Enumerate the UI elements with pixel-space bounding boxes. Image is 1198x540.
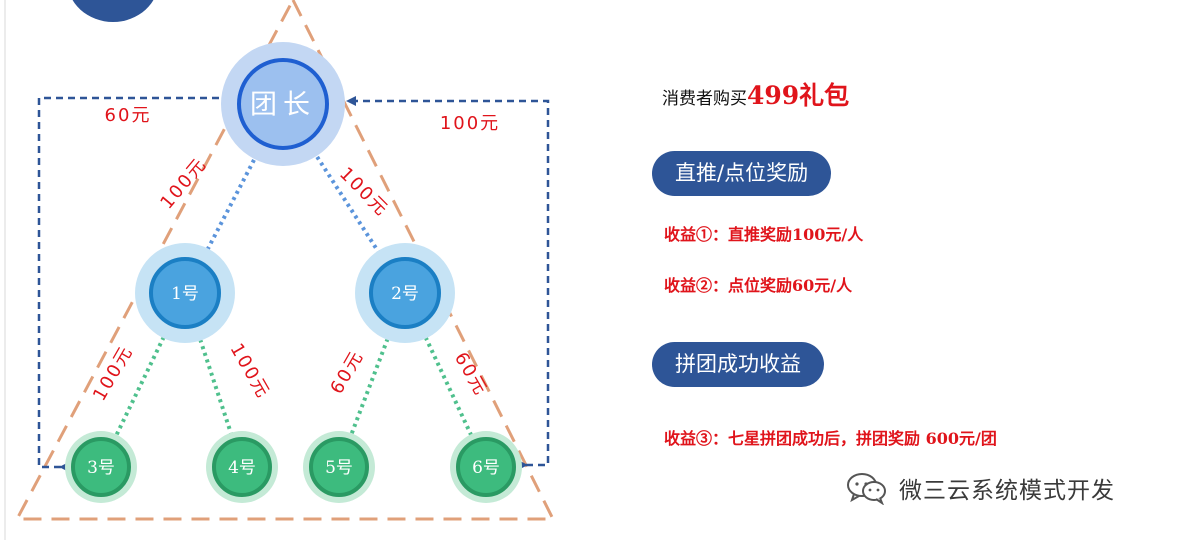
- node-label-n3: 3号: [87, 458, 115, 478]
- edge-label-n1-n3: 100元: [89, 342, 137, 405]
- arrow-layer: [37, 93, 550, 472]
- node-label-n4: 4号: [228, 458, 256, 478]
- arrow-label-right: 100元: [440, 113, 500, 134]
- node-n5: 5号: [303, 431, 375, 503]
- section-group-reward-title: 拼团成功收益: [652, 342, 824, 387]
- income-group-reward: 收益③：七星拼团成功后，拼团奖励 600元/团: [664, 429, 997, 448]
- node-core: [309, 437, 369, 497]
- edge-label-leader-n2: 100元: [335, 163, 393, 221]
- node-core: [456, 437, 516, 497]
- watermark: 微三云系统模式开发: [845, 468, 1115, 508]
- node-n2: 2号: [355, 243, 455, 343]
- purchase-prefix: 消费者购买: [662, 89, 747, 109]
- node-label-n1: 1号: [171, 284, 199, 304]
- income-position-reward: 收益②：点位奖励60元/人: [664, 276, 853, 295]
- node-label-leader: 团长: [250, 89, 316, 120]
- node-label-n2: 2号: [391, 284, 419, 304]
- node-n6: 6号: [450, 431, 522, 503]
- section-direct-reward-title: 直推/点位奖励: [652, 151, 832, 196]
- node-n1: 1号: [135, 243, 235, 343]
- node-layer: 团长 1号 2号 3号 4号 5号 6号: [65, 42, 522, 503]
- edge-label-n2-n6: 60元: [450, 349, 492, 400]
- node-label-n6: 6号: [472, 458, 500, 478]
- wechat-icon: [847, 473, 886, 505]
- purchase-highlight: 499礼包: [747, 81, 850, 110]
- right-arrow-path: [346, 96, 550, 470]
- edge-label-n1-n4: 100元: [226, 340, 274, 403]
- node-core: [237, 58, 329, 150]
- node-n4: 4号: [206, 431, 278, 503]
- income-direct-reward: 收益①：直推奖励100元/人: [664, 225, 864, 244]
- arrow-label-left: 60元: [105, 105, 152, 126]
- watermark-text: 微三云系统模式开发: [899, 478, 1115, 504]
- left-arrow-path: [37, 93, 234, 472]
- purchase-line: 消费者购买499礼包: [662, 76, 849, 112]
- edge-label-n2-n5: 60元: [326, 347, 368, 398]
- header-circle-decoration: [72, 0, 154, 22]
- node-leader: 团长: [221, 42, 345, 166]
- node-core: [369, 257, 441, 329]
- node-core: [212, 437, 272, 497]
- node-label-n5: 5号: [325, 458, 353, 478]
- node-n3: 3号: [65, 431, 137, 503]
- node-core: [71, 437, 131, 497]
- node-core: [149, 257, 221, 329]
